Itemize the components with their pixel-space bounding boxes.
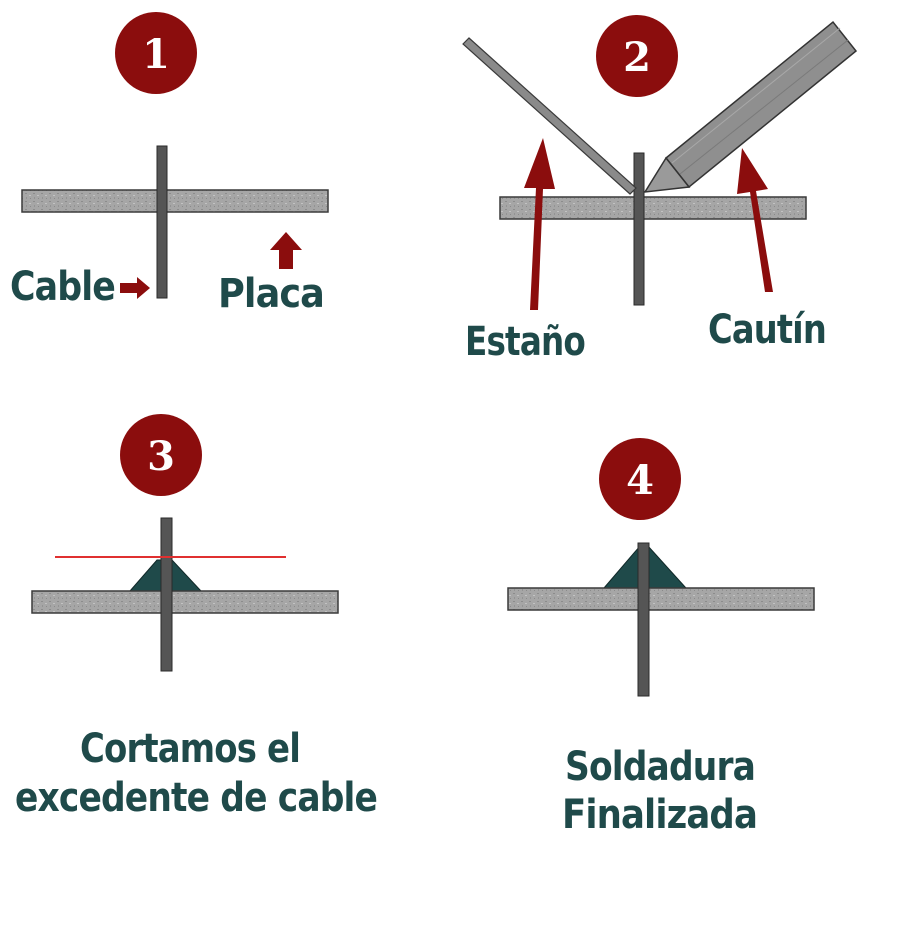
step-2-badge: 2 xyxy=(596,15,678,97)
step-2-cable xyxy=(633,152,645,306)
step-4-cable xyxy=(637,542,650,697)
step-1-badge: 1 xyxy=(115,12,197,94)
step-1-number: 1 xyxy=(142,31,170,78)
step-3-plate xyxy=(31,590,339,614)
step-1-cable xyxy=(156,145,168,299)
step-2-cautin-label: Cautín xyxy=(708,307,826,353)
step-4-caption-line2: Finalizada xyxy=(562,792,757,838)
step-2: 2 Estaño Cautín xyxy=(462,15,858,365)
step-1-placa-arrow xyxy=(270,232,302,269)
step-1-cable-label: Cable xyxy=(10,264,115,310)
step-3-cable xyxy=(160,517,173,672)
step-1-placa-label: Placa xyxy=(218,271,324,317)
step-2-number: 2 xyxy=(623,34,651,81)
step-2-cautin-arrow xyxy=(737,148,773,292)
step-1-cable-arrow xyxy=(120,277,150,299)
step-2-estano-arrow xyxy=(524,138,555,310)
step-4-badge: 4 xyxy=(599,438,681,520)
step-2-solder-wire xyxy=(462,37,637,195)
step-4-number: 4 xyxy=(626,457,654,504)
step-4: 4 Soldadura Finalizada xyxy=(507,438,815,838)
step-3-number: 3 xyxy=(147,433,175,480)
step-2-estano-label: Estaño xyxy=(465,319,585,365)
step-1-plate xyxy=(21,189,329,213)
step-3-badge: 3 xyxy=(120,414,202,496)
step-2-soldering-iron xyxy=(643,20,858,193)
step-4-plate xyxy=(507,587,815,611)
step-2-plate xyxy=(499,196,807,220)
step-3-caption-line1: Cortamos el xyxy=(80,726,300,772)
step-4-caption-line1: Soldadura xyxy=(565,744,755,790)
step-3: 3 Cortamos el excedente de cable xyxy=(15,414,378,821)
step-1: 1 Cable Placa xyxy=(10,12,329,317)
step-3-caption-line2: excedente de cable xyxy=(15,775,377,821)
